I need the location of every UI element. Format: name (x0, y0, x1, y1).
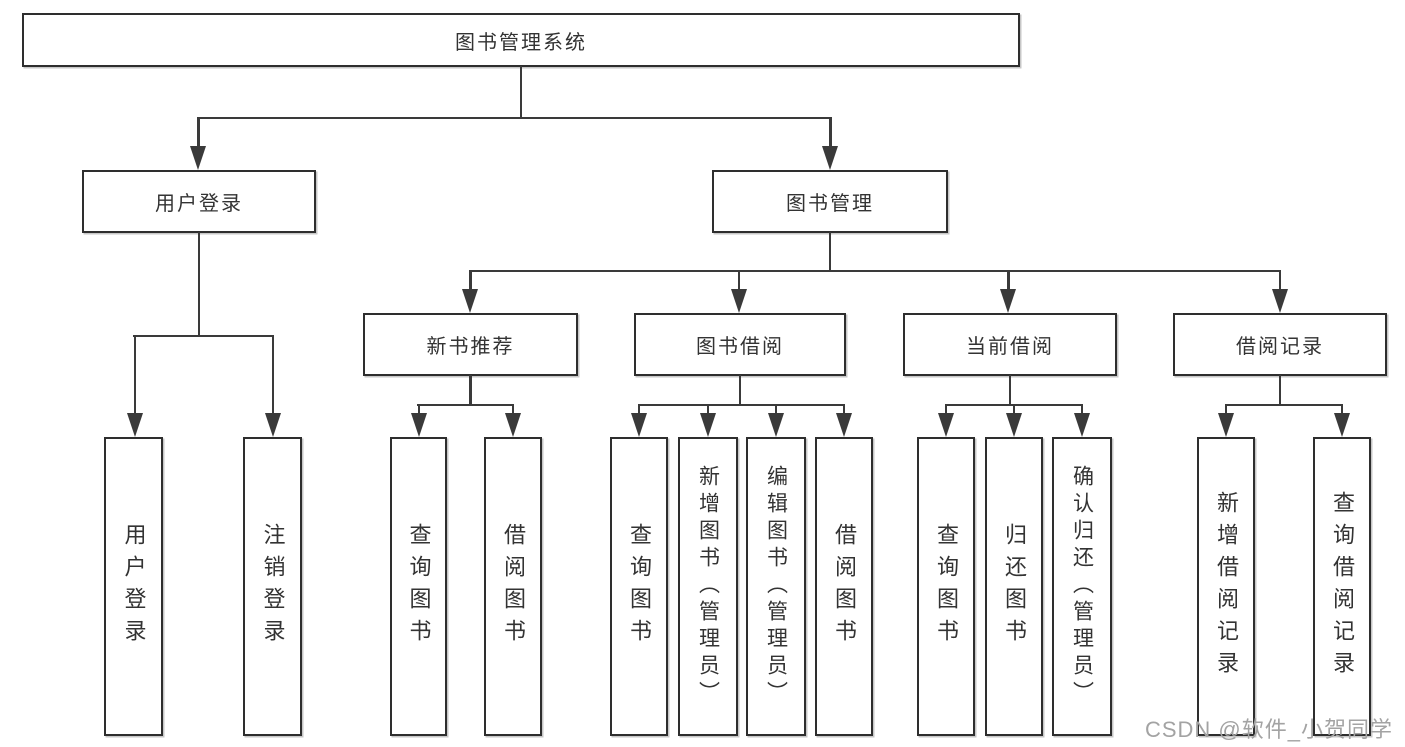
node-book-mgmt: 图书管理 (712, 170, 948, 233)
arrow-down-icon (730, 289, 747, 313)
arrow-down-icon (190, 146, 206, 170)
leaf-confirm-return-admin: 确认归还（管理员） (1052, 437, 1112, 736)
arrow-down-icon (1006, 413, 1022, 437)
node-user-login-label: 用户登录 (155, 193, 243, 215)
node-current-borrow: 当前借阅 (903, 313, 1117, 376)
connector-stem-leaf (1080, 403, 1084, 418)
connector-section-stem (738, 375, 742, 405)
leaf-query-book-label: 查询图书 (406, 522, 432, 651)
arrow-down-icon (462, 289, 478, 313)
connector-stem-user-login (197, 116, 200, 150)
leaf-query-borrow-record: 查询借阅记录 (1313, 437, 1371, 736)
leaf-query-book-label: 查询图书 (627, 522, 652, 651)
connector-stem-section (469, 269, 472, 292)
leaf-query-book-label: 查询图书 (934, 522, 959, 651)
connector-stem-leaf (637, 403, 641, 418)
csdn-watermark: CSDN @软件_小贺同学 (1144, 717, 1393, 742)
node-borrow-records-label: 借阅记录 (1236, 336, 1324, 358)
connector-user-login-hline (133, 334, 274, 337)
leaf-query-borrow-record-label: 查询借阅记录 (1330, 490, 1355, 683)
leaf-add-borrow-record: 新增借阅记录 (1197, 437, 1255, 736)
arrow-down-icon (1218, 413, 1234, 437)
connector-stem-leaf (842, 403, 846, 418)
arrow-down-icon (822, 146, 838, 170)
arrow-down-icon (1074, 413, 1090, 437)
connector-stem-section (1007, 269, 1010, 292)
connector-stem-book-mgmt (829, 116, 832, 150)
leaf-logout: 注销登录 (243, 437, 302, 736)
connector-user-login-stem (197, 232, 200, 336)
leaf-user-login-label: 用户登录 (121, 522, 147, 651)
arrow-down-icon (410, 413, 427, 437)
node-book-borrow-label: 图书借阅 (696, 336, 784, 358)
connector-book-mgmt-stem (828, 232, 832, 272)
arrow-down-icon (126, 413, 143, 437)
node-user-login: 用户登录 (82, 170, 316, 233)
arrow-down-icon (631, 413, 647, 437)
leaf-query-book-current: 查询图书 (917, 437, 975, 736)
leaf-logout-label: 注销登录 (260, 522, 286, 651)
node-current-borrow-label: 当前借阅 (966, 336, 1054, 358)
node-new-book-recommend-label: 新书推荐 (426, 336, 515, 358)
node-root-label: 图书管理系统 (455, 31, 587, 54)
leaf-return-book: 归还图书 (985, 437, 1043, 736)
node-new-book-recommend: 新书推荐 (363, 313, 578, 376)
leaf-confirm-return-admin-label: 确认归还（管理员） (1070, 465, 1094, 708)
arrow-down-icon (768, 413, 784, 437)
leaf-borrow-book-label: 借阅图书 (832, 522, 857, 651)
connector-section-stem (1278, 375, 1282, 405)
connector-stem-leaf (1340, 403, 1344, 418)
connector-section-stem (469, 375, 472, 405)
leaf-user-login: 用户登录 (104, 437, 163, 736)
connector-stem-leaf (133, 334, 136, 415)
connector-stem-leaf (1224, 403, 1228, 418)
leaf-query-book-recommend: 查询图书 (390, 437, 447, 736)
leaf-borrow-book-label: 借阅图书 (501, 522, 526, 651)
connector-book-mgmt-hline (469, 269, 1281, 272)
connector-root-hline (197, 116, 831, 119)
leaf-query-book-borrow: 查询图书 (610, 437, 668, 736)
leaf-edit-book-admin: 编辑图书（管理员） (746, 437, 806, 736)
leaf-add-borrow-record-label: 新增借阅记录 (1214, 490, 1239, 683)
node-borrow-records: 借阅记录 (1173, 313, 1387, 376)
connector-section-hline (1225, 403, 1343, 406)
connector-stem-leaf (706, 403, 710, 418)
leaf-return-book-label: 归还图书 (1002, 522, 1027, 651)
arrow-down-icon (938, 413, 954, 437)
connector-stem-leaf (774, 403, 778, 418)
arrow-down-icon (1334, 413, 1350, 437)
node-book-mgmt-label: 图书管理 (786, 193, 874, 215)
connector-stem-leaf (944, 403, 948, 418)
leaf-add-book-admin-label: 新增图书（管理员） (696, 465, 720, 708)
connector-stem-section (1278, 269, 1282, 292)
connector-section-hline (417, 403, 514, 406)
connector-stem-leaf (1012, 403, 1016, 418)
arrow-down-icon (836, 413, 852, 437)
arrow-down-icon (1000, 289, 1016, 313)
connector-stem-section (737, 269, 740, 292)
arrow-down-icon (505, 413, 521, 437)
node-root-system: 图书管理系统 (22, 13, 1020, 67)
arrow-down-icon (1272, 289, 1288, 313)
connector-section-hline (638, 403, 844, 406)
connector-stem-leaf (511, 403, 515, 418)
connector-root-stem (519, 66, 522, 118)
connector-stem-leaf (271, 334, 274, 415)
leaf-borrow-book: 借阅图书 (815, 437, 873, 736)
leaf-add-book-admin: 新增图书（管理员） (678, 437, 738, 736)
leaf-edit-book-admin-label: 编辑图书（管理员） (764, 465, 788, 708)
connector-stem-leaf (417, 403, 420, 418)
leaf-borrow-book-recommend: 借阅图书 (484, 437, 542, 736)
node-book-borrow: 图书借阅 (634, 313, 846, 376)
connector-section-stem (1008, 375, 1012, 405)
arrow-down-icon (264, 413, 281, 437)
arrow-down-icon (700, 413, 716, 437)
